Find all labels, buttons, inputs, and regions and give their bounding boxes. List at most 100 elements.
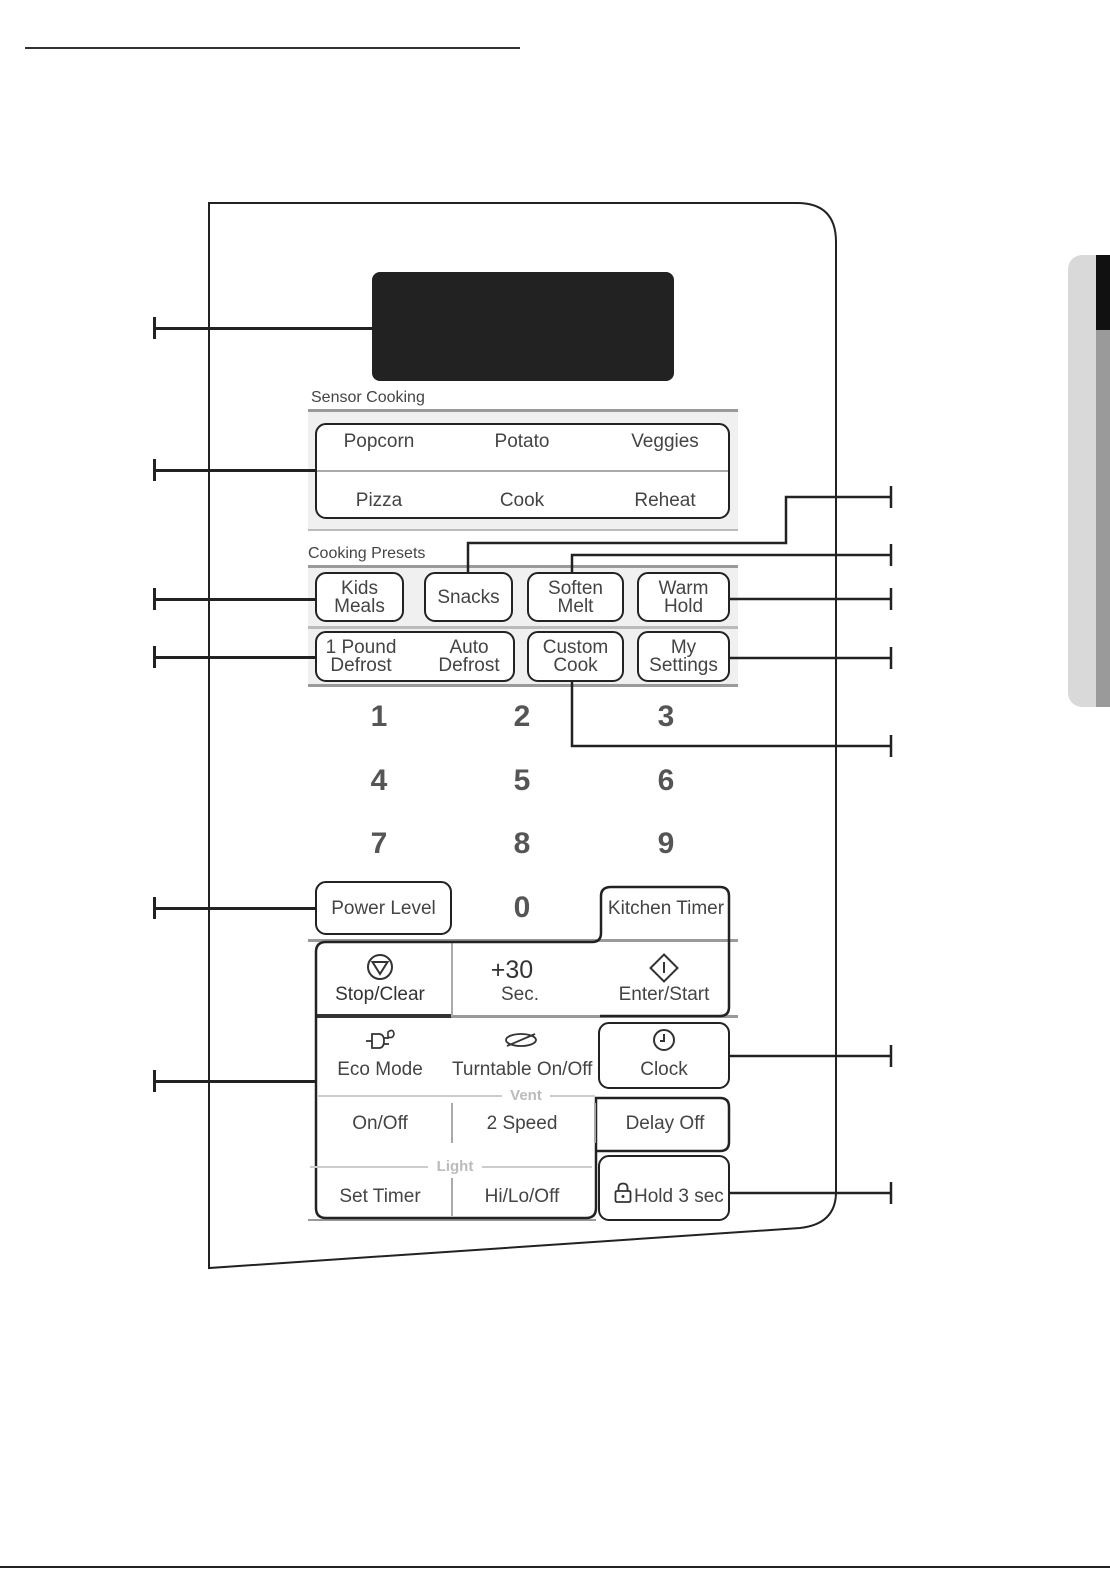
digit-7-button[interactable]: 7 <box>370 827 388 860</box>
hold-3-sec-label: Hold 3 sec <box>634 1186 724 1207</box>
start-diamond-icon <box>649 953 679 983</box>
power-level-label: Power Level <box>331 898 436 919</box>
warm-hold-button[interactable] <box>637 572 730 622</box>
controls-top-rule <box>308 939 738 942</box>
potato-button[interactable]: Potato <box>494 431 550 452</box>
top-rule <box>25 47 520 49</box>
kids-meals-label-2: Meals <box>334 596 385 617</box>
digit-3-button[interactable]: 3 <box>657 700 675 733</box>
display-screen <box>372 272 674 381</box>
vent-divider-2 <box>594 1103 596 1143</box>
eco-plug-icon <box>366 1029 395 1049</box>
callout-line-kids <box>155 598 316 601</box>
one-pound-defrost-label-2[interactable]: Defrost <box>330 655 392 676</box>
custom-cook-label-2: Cook <box>553 655 598 676</box>
digit-8-button[interactable]: 8 <box>513 827 531 860</box>
cooking-presets-mid-rule <box>308 626 738 629</box>
hold-3-sec-button[interactable] <box>598 1155 730 1221</box>
auto-defrost-label-2[interactable]: Defrost <box>438 655 500 676</box>
clock-icon <box>653 1029 675 1051</box>
sensor-cooking-bottom-rule <box>308 529 738 531</box>
kids-meals-button[interactable] <box>315 572 404 622</box>
callout-line-defrost <box>155 656 316 659</box>
callout-tick-display <box>153 317 156 339</box>
digit-6-button[interactable]: 6 <box>657 764 675 797</box>
sensor-cooking-top-rule <box>308 409 738 412</box>
snacks-button[interactable] <box>424 572 513 622</box>
vent-divider-1 <box>451 1103 453 1143</box>
sensor-cooking-title: Sensor Cooking <box>311 389 425 406</box>
stop-clear-button[interactable]: Stop/Clear <box>335 984 425 1005</box>
soften-melt-label-1: Soften <box>548 578 603 599</box>
callout-line-power <box>155 907 316 910</box>
vent-onoff-button[interactable]: On/Off <box>352 1113 408 1134</box>
light-title: Light <box>428 1159 482 1174</box>
warm-hold-label-1: Warm <box>658 578 709 599</box>
digit-4-button[interactable]: 4 <box>370 764 388 797</box>
plus30-button[interactable]: +30 <box>490 956 534 984</box>
light-hilo-button[interactable]: Hi/Lo/Off <box>484 1186 560 1207</box>
my-settings-button[interactable] <box>637 631 730 682</box>
turntable-button[interactable]: Turntable On/Off <box>452 1059 593 1080</box>
callout-line-display <box>155 327 372 330</box>
controls-mid-rule <box>451 1015 738 1018</box>
soften-melt-label-2: Melt <box>557 596 594 617</box>
callout-tick-power <box>153 897 156 919</box>
auto-defrost-label-1[interactable]: Auto <box>449 637 489 658</box>
vent-speed-button[interactable]: 2 Speed <box>486 1113 558 1134</box>
callout-tick-defrost <box>153 646 156 668</box>
warm-hold-label-2: Hold <box>663 596 704 617</box>
stop-clear-underline <box>317 1014 451 1018</box>
callout-tick-kids <box>153 588 156 610</box>
popcorn-button[interactable]: Popcorn <box>343 431 415 452</box>
set-timer-button[interactable]: Set Timer <box>339 1186 421 1207</box>
cooking-presets-bottom-rule <box>308 684 738 687</box>
snacks-label: Snacks <box>437 587 500 608</box>
digit-0-button[interactable]: 0 <box>513 891 531 924</box>
pizza-button[interactable]: Pizza <box>355 490 403 511</box>
callout-tick-sensor <box>153 459 156 481</box>
my-settings-label-2: Settings <box>649 655 718 676</box>
callout-line-controls <box>155 1080 316 1083</box>
turntable-icon <box>505 1033 537 1047</box>
soften-melt-button[interactable] <box>527 572 624 622</box>
one-pound-defrost-label-1[interactable]: 1 Pound <box>325 637 397 658</box>
cook-button[interactable]: Cook <box>499 490 545 511</box>
side-tab-band <box>1096 330 1110 707</box>
enter-start-button[interactable]: Enter/Start <box>618 984 710 1005</box>
kids-meals-label-1: Kids <box>341 578 378 599</box>
callout-tick-controls <box>153 1070 156 1092</box>
my-settings-label-1: My <box>670 637 697 658</box>
vent-legend-line <box>317 1095 595 1097</box>
light-divider <box>451 1178 453 1216</box>
kitchen-timer-button[interactable]: Kitchen Timer <box>607 898 725 919</box>
defrost-group-button <box>315 631 515 682</box>
eco-mode-button[interactable]: Eco Mode <box>337 1059 423 1080</box>
digit-1-button[interactable]: 1 <box>370 700 388 733</box>
controls-bottom-rule <box>308 1219 596 1221</box>
cooking-presets-title: Cooking Presets <box>308 545 426 562</box>
vent-delay-off-button[interactable]: Delay Off <box>625 1113 705 1134</box>
vent-title: Vent <box>502 1088 550 1103</box>
bottom-rule <box>0 1566 1110 1568</box>
clock-label: Clock <box>640 1059 688 1080</box>
reheat-button[interactable]: Reheat <box>634 490 696 511</box>
lock-icon <box>614 1182 632 1203</box>
digit-9-button[interactable]: 9 <box>657 827 675 860</box>
sensor-cooking-divider <box>317 470 728 472</box>
power-level-button[interactable] <box>315 881 452 935</box>
custom-cook-button[interactable] <box>527 631 624 682</box>
plus30-unit-label: Sec. <box>500 984 540 1005</box>
side-tab-marker <box>1096 255 1110 330</box>
veggies-button[interactable]: Veggies <box>631 431 699 452</box>
custom-cook-label-1: Custom <box>542 637 609 658</box>
callout-line-sensor <box>155 469 316 472</box>
controls-divider-1 <box>451 942 453 1016</box>
digit-5-button[interactable]: 5 <box>513 764 531 797</box>
stop-triangle-icon <box>367 954 393 980</box>
cooking-presets-top-rule <box>308 565 738 568</box>
clock-button[interactable] <box>598 1022 730 1089</box>
digit-2-button[interactable]: 2 <box>513 700 531 733</box>
